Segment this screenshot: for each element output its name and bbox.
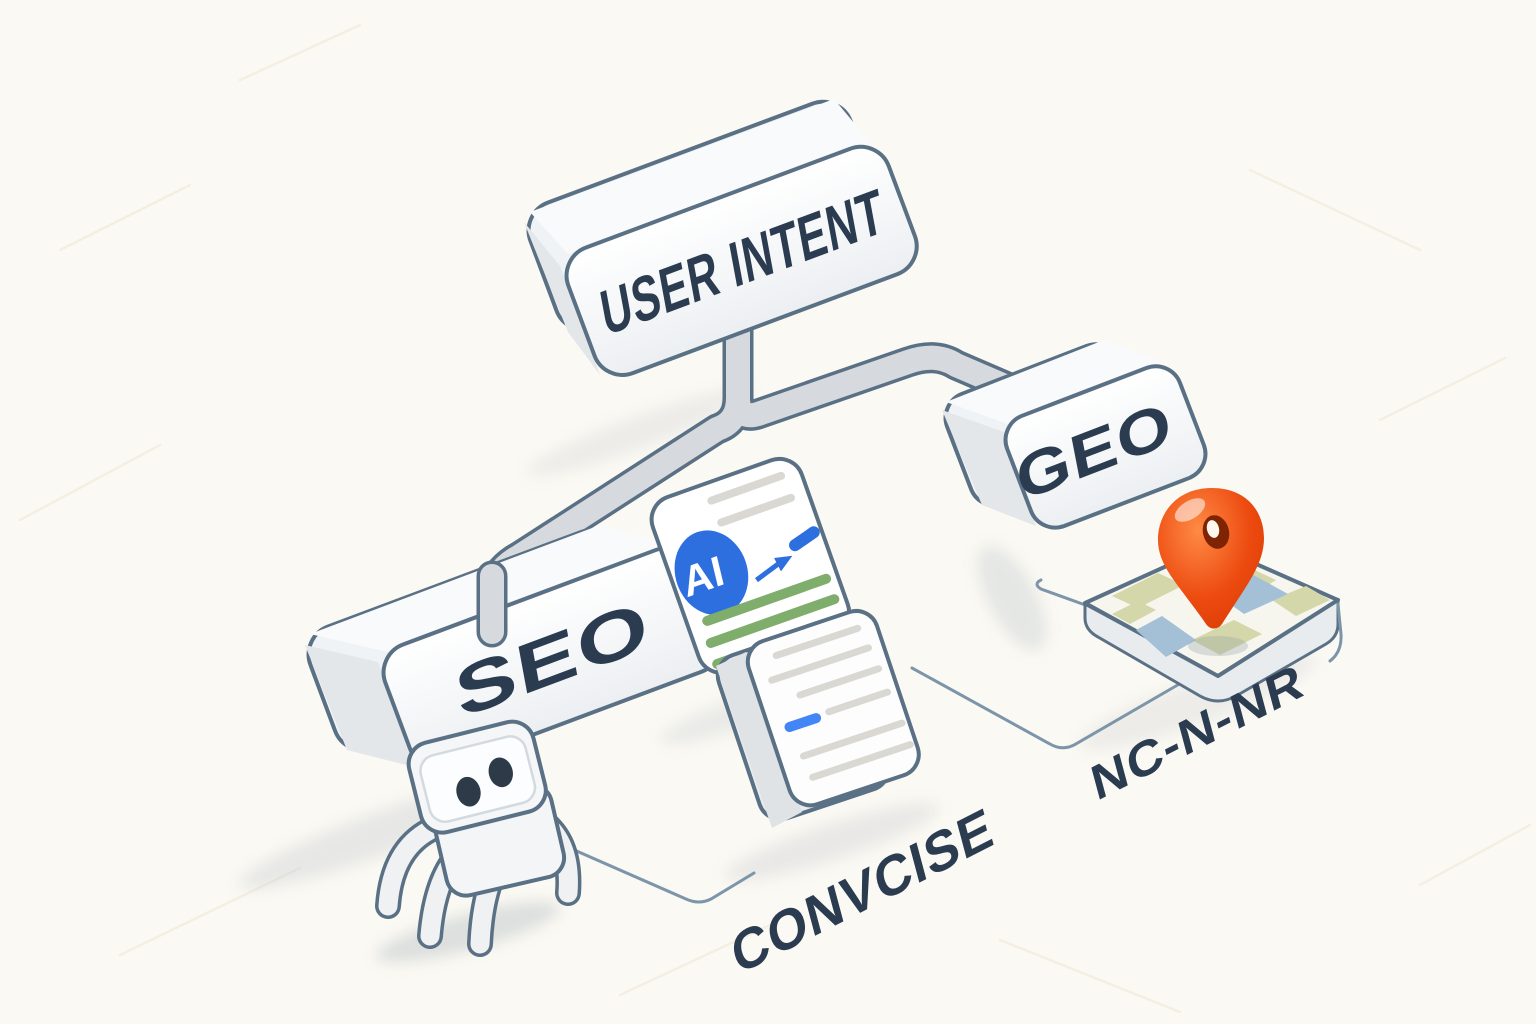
user-intent-box: USER INTENT [524,99,919,377]
document-card [715,609,921,828]
seo-box: SEO [305,525,724,771]
robot-eye-left [456,776,481,807]
floor-lines [554,578,1190,904]
ai-badge-icon: AI [674,530,749,615]
ai-arrow-icon [754,526,820,583]
robot-icon [375,719,582,957]
floor-grid [18,23,1532,1014]
geo-box: GEO [942,340,1208,530]
robot-eye-right [488,757,513,788]
ai-card: AI [649,456,852,675]
location-pin-icon [1158,488,1264,656]
robot-head [406,719,548,835]
